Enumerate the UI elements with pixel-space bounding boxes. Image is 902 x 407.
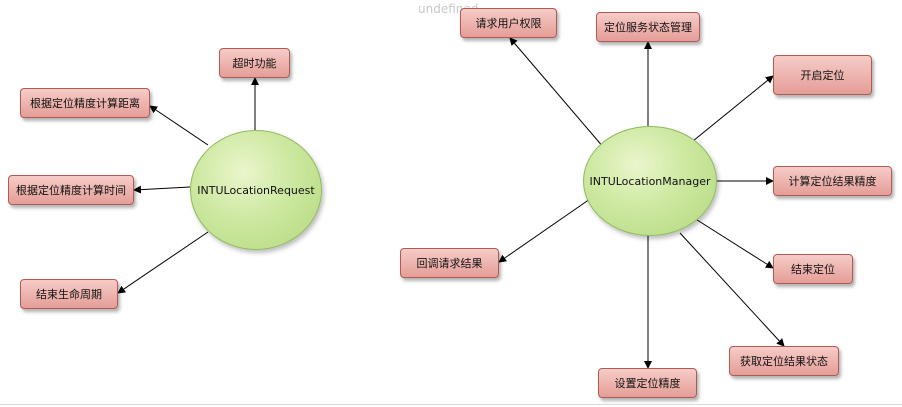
node-service-state: 定位服务状态管理	[596, 12, 700, 42]
edge-end-lifecycle	[117, 231, 209, 294]
node-request-permission: 请求用户权限	[460, 8, 557, 38]
edge-calc-time	[133, 185, 191, 194]
node-set-accuracy: 设置定位精度	[598, 368, 697, 398]
node-start-location: 开启定位	[773, 55, 872, 95]
hub-location-manager: INTULocationManager	[583, 126, 717, 236]
hub-location-request: INTULocationRequest	[190, 130, 322, 250]
bottom-divider	[0, 404, 902, 405]
node-timeout: 超时功能	[219, 48, 290, 78]
edge-start-location	[692, 75, 774, 142]
node-result-state: 获取定位结果状态	[729, 346, 839, 376]
hub-location-request-label: INTULocationRequest	[197, 183, 315, 197]
edge-result-state	[679, 232, 785, 347]
node-stop-location: 结束定位	[773, 254, 853, 284]
edge-request-permission	[509, 37, 605, 149]
edge-calc-distance	[149, 105, 209, 146]
node-calc-time: 根据定位精度计算时间	[8, 175, 134, 205]
node-callback: 回调请求结果	[400, 248, 499, 278]
node-calc-accuracy: 计算定位结果精度	[773, 166, 892, 196]
node-end-lifecycle: 结束生命周期	[20, 279, 118, 309]
node-calc-distance: 根据定位精度计算距离	[20, 88, 150, 118]
hub-location-manager-label: INTULocationManager	[589, 174, 711, 188]
edge-callback	[498, 198, 591, 263]
edge-stop-location	[693, 217, 774, 269]
